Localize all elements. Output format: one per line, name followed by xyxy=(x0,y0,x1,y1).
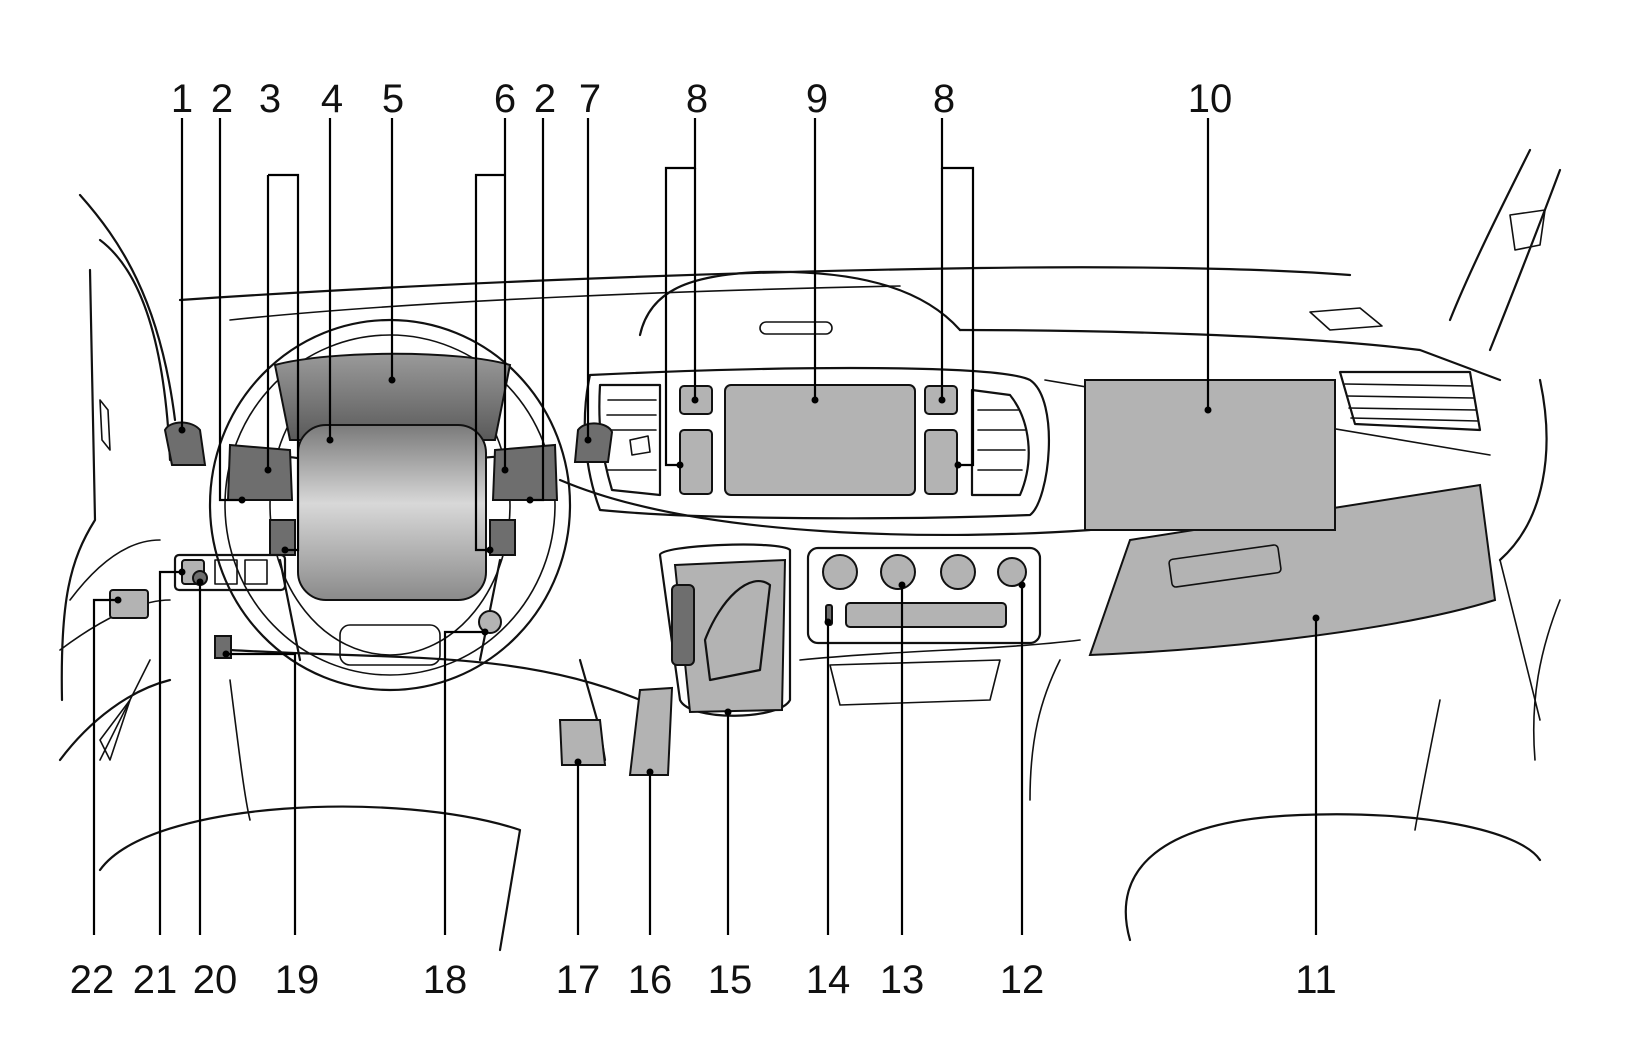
light-stalk xyxy=(163,421,207,466)
callout-18: 18 xyxy=(423,958,468,1002)
callout-20: 20 xyxy=(193,958,238,1002)
instrument-cluster xyxy=(273,352,512,441)
callout-15: 15 xyxy=(708,958,753,1002)
center-right-vent xyxy=(970,388,1030,497)
callout-10: 10 xyxy=(1188,77,1233,121)
passenger-vent xyxy=(1338,370,1482,432)
dashboard-outline xyxy=(58,148,1562,952)
callout-8: 8 xyxy=(686,77,708,121)
wiper-stalk xyxy=(573,422,614,463)
callout-3: 3 xyxy=(259,77,281,121)
callout-21: 21 xyxy=(133,958,178,1002)
callout-14: 14 xyxy=(806,958,851,1002)
top-callouts: 1 2 3 4 5 6 2 7 8 9 8 10 xyxy=(171,77,1232,121)
callout-2-right: 2 xyxy=(534,77,556,121)
callout-9: 9 xyxy=(806,77,828,121)
callout-19: 19 xyxy=(275,958,320,1002)
climate-control-panel xyxy=(806,546,1042,645)
callout-6: 6 xyxy=(494,77,516,121)
callout-11: 11 xyxy=(1295,958,1337,1002)
display-button-lower-left xyxy=(679,429,713,495)
callout-17: 17 xyxy=(556,958,601,1002)
display-button-lower-right xyxy=(924,429,958,495)
callout-4: 4 xyxy=(321,77,343,121)
callout-13: 13 xyxy=(880,958,925,1002)
steering-airbag xyxy=(297,424,487,601)
callout-5: 5 xyxy=(382,77,404,121)
bottom-callouts: 22 21 20 19 18 17 16 15 14 13 12 11 xyxy=(70,958,1337,1002)
steering-wheel xyxy=(208,318,572,692)
accelerator-pedal xyxy=(628,686,674,776)
callout-7: 7 xyxy=(579,77,601,121)
gear-shifter-console xyxy=(658,543,792,717)
passenger-airbag-panel xyxy=(1084,379,1336,531)
leader-lines xyxy=(92,118,1318,935)
start-button xyxy=(478,610,502,634)
callout-16: 16 xyxy=(628,958,673,1002)
brake-pedal xyxy=(558,719,607,766)
center-display xyxy=(724,384,916,496)
callout-1: 1 xyxy=(171,77,193,121)
leader-dots xyxy=(114,376,1320,776)
callout-22: 22 xyxy=(70,958,115,1002)
callout-2: 2 xyxy=(211,77,233,121)
callout-12: 12 xyxy=(1000,958,1045,1002)
callout-8-right: 8 xyxy=(933,77,955,121)
